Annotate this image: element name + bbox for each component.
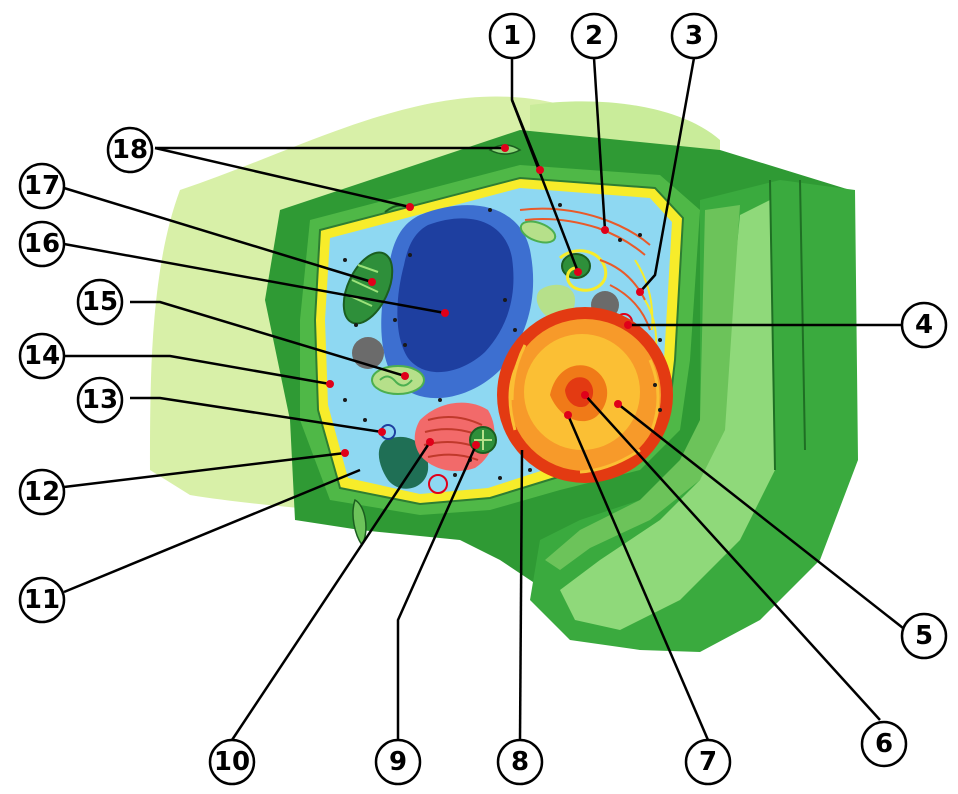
label-14: 14 [20, 334, 64, 378]
label-1: 1 [490, 14, 534, 58]
label-13: 13 [78, 378, 122, 422]
label-11-text: 11 [24, 585, 60, 615]
label-6: 6 [862, 722, 906, 766]
label-12-text: 12 [24, 477, 60, 507]
label-5-text: 5 [915, 621, 933, 651]
label-7: 7 [686, 740, 730, 784]
label-8: 8 [498, 740, 542, 784]
label-15-text: 15 [82, 287, 118, 317]
label-18-text: 18 [112, 135, 148, 165]
label-18: 18 [108, 128, 152, 172]
mitochondrion [372, 366, 424, 394]
label-5: 5 [902, 614, 946, 658]
label-17: 17 [20, 164, 64, 208]
label-1-text: 1 [503, 21, 521, 51]
label-2-text: 2 [585, 21, 603, 51]
label-9-text: 9 [389, 747, 407, 777]
label-10-text: 10 [214, 747, 250, 777]
label-11: 11 [20, 578, 64, 622]
label-4-text: 4 [915, 310, 933, 340]
label-12: 12 [20, 470, 64, 514]
label-16-text: 16 [24, 229, 60, 259]
label-9: 9 [376, 740, 420, 784]
label-8-text: 8 [511, 747, 529, 777]
label-13-text: 13 [82, 385, 118, 415]
label-7-text: 7 [699, 747, 717, 777]
label-15: 15 [78, 280, 122, 324]
label-17-text: 17 [24, 171, 60, 201]
label-2: 2 [572, 14, 616, 58]
label-14-text: 14 [24, 341, 60, 371]
label-6-text: 6 [875, 729, 893, 759]
label-16: 16 [20, 222, 64, 266]
label-3-text: 3 [685, 21, 703, 51]
label-10: 10 [210, 740, 254, 784]
label-4: 4 [902, 303, 946, 347]
label-3: 3 [672, 14, 716, 58]
